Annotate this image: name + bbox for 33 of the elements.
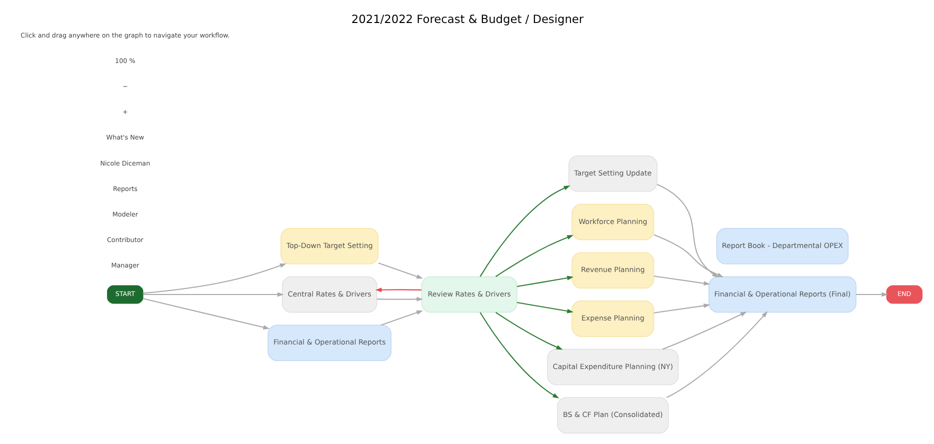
- arrow: [662, 312, 746, 350]
- arrow: [374, 288, 421, 292]
- arrow: [479, 186, 570, 277]
- arrow: [380, 310, 422, 326]
- arrow: [856, 292, 888, 297]
- arrow: [378, 262, 423, 279]
- node-box: Financial & Operational Reports: [267, 324, 391, 361]
- arrow: [494, 235, 573, 278]
- arrow: [142, 298, 270, 330]
- node-box: Central Rates & Drivers: [281, 276, 377, 313]
- arrow: [494, 312, 562, 350]
- arrow: [516, 276, 574, 288]
- node-box: Workforce Planning: [571, 204, 654, 240]
- arrow: [653, 304, 710, 314]
- arrow: [479, 312, 559, 398]
- node-box: BS & CF Plan (Consolidated): [556, 397, 668, 434]
- node-box: Financial & Operational Reports (Final): [708, 276, 856, 313]
- arrow: [376, 296, 423, 302]
- node-box: Top-Down Target Setting: [280, 228, 378, 264]
- node-box: Revenue Planning: [571, 252, 654, 288]
- node-box: Review Rates & Drivers: [420, 276, 517, 313]
- node-box: Report Book - Departmental OPEX: [716, 228, 848, 264]
- arrow: [653, 234, 724, 278]
- node-box: Target Setting Update: [568, 156, 657, 192]
- arrow: [142, 292, 284, 297]
- diagram-title: 2021/2022 Forecast & Budget / Designer: [350, 12, 584, 26]
- arrow: [142, 263, 286, 294]
- arrow: [653, 276, 710, 286]
- node-box: Expense Planning: [571, 300, 654, 337]
- arrow: [656, 184, 718, 278]
- node-box: Capital Expenditure Planning (NY): [546, 348, 678, 386]
- arrow: [666, 311, 768, 398]
- arrow: [516, 302, 574, 314]
